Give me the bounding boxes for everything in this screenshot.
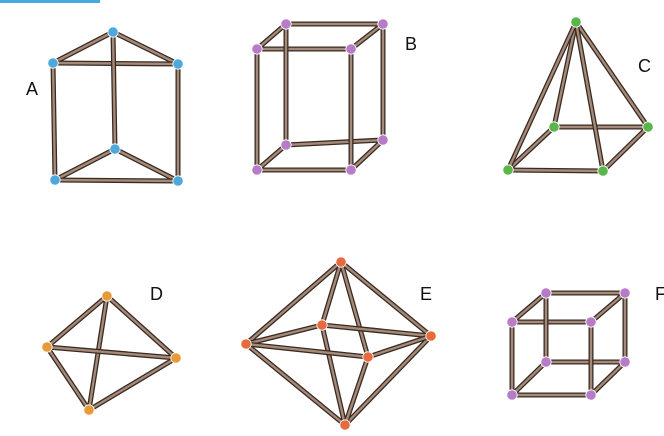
pyramid-vertex-0	[570, 16, 582, 28]
box-edge-highlight-2	[255, 22, 288, 51]
prism-vertex-1	[47, 57, 59, 69]
prism-edge-highlight-5	[53, 178, 180, 183]
pyramid-vertex-1	[548, 121, 560, 133]
pyramid-edge-highlight-1	[506, 168, 605, 173]
box-edge-highlight-3	[349, 22, 385, 51]
octahedron-edge-highlight-10	[366, 334, 433, 359]
cube-edge-highlight-7	[589, 360, 627, 397]
box-vertex-2	[251, 43, 263, 55]
octahedron-vertex-4	[362, 351, 374, 363]
box-edge-highlight-7	[349, 138, 385, 172]
cube-vertex-2	[506, 316, 518, 328]
tetrahedron-edge-highlight-1	[105, 294, 178, 360]
pyramid-edge-highlight-6	[506, 20, 578, 172]
tetrahedron-vertex-1	[41, 341, 53, 353]
figure-c-square-pyramid	[502, 16, 654, 177]
prism-edge-highlight-3	[53, 147, 117, 182]
label-a: A	[26, 79, 38, 99]
accent-bar	[0, 0, 100, 3]
box-vertex-6	[251, 164, 263, 176]
cube-edge-highlight-2	[510, 291, 548, 324]
tetrahedron-vertex-2	[170, 352, 182, 364]
label-d: D	[150, 284, 163, 304]
pyramid-edge-highlight-7	[574, 20, 605, 173]
prism-vertex-4	[49, 174, 61, 186]
tetrahedron-vertex-3	[83, 404, 95, 416]
cube-vertex-5	[619, 356, 631, 368]
prism-edge-highlight-4	[113, 147, 180, 183]
pyramid-vertex-2	[642, 121, 654, 133]
cube-vertex-4	[540, 356, 552, 368]
octahedron-edge-highlight-5	[343, 334, 433, 427]
figure-a-triangular-prism	[47, 26, 184, 187]
prism-edge-highlight-6	[111, 30, 117, 151]
prism-vertex-0	[107, 26, 119, 38]
cube-vertex-6	[506, 389, 518, 401]
octahedron-edge-highlight-4	[244, 342, 347, 427]
figure-f-cube	[506, 287, 631, 401]
figure-b-rectangular-box	[251, 18, 389, 176]
label-b: B	[405, 34, 417, 54]
pyramid-vertex-3	[502, 164, 514, 176]
octahedron-edge-highlight-8	[244, 323, 324, 346]
pyramid-vertex-4	[597, 165, 609, 177]
box-vertex-5	[377, 134, 389, 146]
octahedron-edge-highlight-6	[320, 323, 347, 427]
box-vertex-4	[280, 139, 292, 151]
box-vertex-7	[345, 164, 357, 176]
box-edge-highlight-6	[255, 143, 288, 172]
cube-edge-highlight-6	[510, 360, 548, 397]
cube-vertex-7	[585, 389, 597, 401]
tetrahedron-edge-highlight-4	[45, 345, 91, 412]
tetrahedron-vertex-0	[101, 290, 113, 302]
octahedron-vertex-5	[339, 419, 351, 431]
pyramid-edge-highlight-5	[574, 20, 650, 129]
cube-vertex-3	[585, 316, 597, 328]
octahedron-edge-highlight-7	[343, 355, 370, 427]
prism-vertex-3	[109, 143, 121, 155]
label-c: C	[638, 56, 651, 76]
box-vertex-3	[345, 43, 357, 55]
octahedron-edge-highlight-3	[339, 260, 370, 359]
box-edge-highlight-4	[284, 138, 385, 147]
octahedron-edge-highlight-2	[320, 260, 343, 327]
octahedron-vertex-3	[316, 319, 328, 331]
prism-edge-highlight-1	[111, 30, 180, 66]
octahedron-edge-highlight-0	[244, 260, 343, 346]
pyramid-edge-highlight-3	[601, 125, 650, 173]
cube-vertex-0	[540, 287, 552, 299]
prism-edge-highlight-7	[51, 61, 57, 182]
figure-d-tetrahedron	[41, 290, 182, 416]
octahedron-edge-highlight-9	[320, 323, 433, 338]
label-f: F	[655, 284, 664, 304]
figure-e-octahedron	[240, 256, 437, 431]
tetrahedron-edge-highlight-5	[87, 356, 178, 412]
octahedron-edge-highlight-11	[244, 342, 370, 359]
prism-vertex-5	[172, 175, 184, 187]
octahedron-edge-highlight-1	[339, 260, 433, 338]
octahedron-vertex-1	[240, 338, 252, 350]
cube-edge-highlight-3	[589, 291, 627, 324]
octahedron-vertex-2	[425, 330, 437, 342]
octahedron-vertex-0	[335, 256, 347, 268]
prism-vertex-2	[172, 58, 184, 70]
pyramid-edge-highlight-2	[506, 125, 556, 172]
tetrahedron-edge-highlight-0	[45, 294, 109, 349]
pyramid-edge-highlight-4	[552, 20, 578, 129]
tetrahedron-edge-highlight-3	[45, 345, 178, 360]
prism-edge-highlight-0	[51, 30, 115, 65]
cube-vertex-1	[619, 287, 631, 299]
label-e: E	[420, 284, 432, 304]
box-vertex-0	[280, 18, 292, 30]
box-vertex-1	[377, 18, 389, 30]
